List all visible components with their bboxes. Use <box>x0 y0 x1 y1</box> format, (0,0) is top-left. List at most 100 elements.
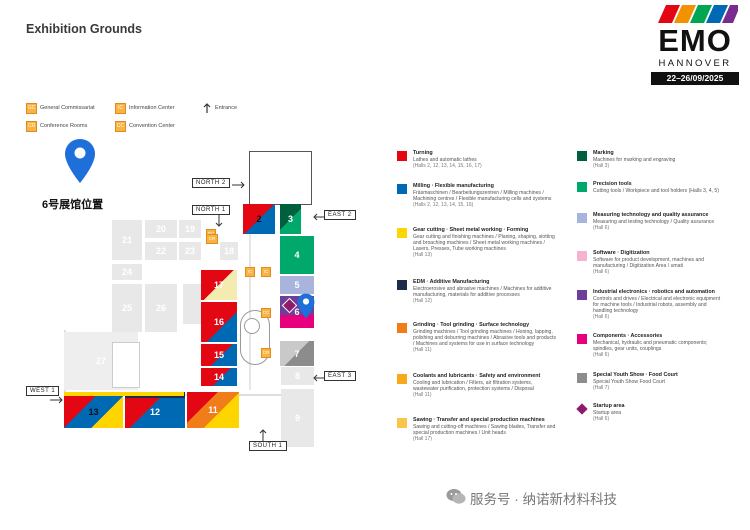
entrance-south-1[interactable]: SOUTH 1 <box>249 441 287 451</box>
hall-17-label: 17 <box>213 280 224 290</box>
legend-desc: Lathes and automatic lathes <box>413 156 477 163</box>
top-legend-label: Information Center <box>129 105 175 111</box>
entrance-east-2[interactable]: EAST 2 <box>324 210 356 220</box>
conference-rooms-icon: CR <box>26 121 37 132</box>
legend-desc: Cooling and lubrication / Filters, air f… <box>413 379 534 392</box>
hall-2[interactable]: 2 <box>243 204 275 234</box>
wechat-icon <box>446 489 466 504</box>
hall-6-label: 6 <box>294 307 300 317</box>
legend-swatch <box>577 213 587 223</box>
hall-18[interactable]: 18 <box>220 242 238 260</box>
hall-3[interactable]: 3 <box>280 204 301 234</box>
location-pin-icon <box>65 139 95 183</box>
legend-halls: (Hall 17) <box>413 436 432 443</box>
top-legend-label: General Commissariat <box>40 105 95 111</box>
legend-desc: Software for product development, machin… <box>593 256 704 269</box>
legend-title: EDM · Additive Manufacturing <box>413 279 490 285</box>
hall-7[interactable]: 7 <box>280 341 314 366</box>
entrance-arrow-icon <box>203 103 211 113</box>
hall-12[interactable]: 12 <box>125 396 185 428</box>
hall-19[interactable]: 19 <box>179 220 201 238</box>
legend-desc: Mechanical, hydraulic and pneumatic comp… <box>593 339 708 352</box>
cr-map-icon[interactable]: CR <box>206 234 218 244</box>
hall-9[interactable]: 9 <box>281 389 314 447</box>
legend-halls: (Hall 6) <box>593 415 610 422</box>
legend-desc: Special Youth Show Food Court <box>593 378 665 385</box>
entrance-north-2[interactable]: NORTH 2 <box>192 178 230 188</box>
legend-desc: Electroerosive and abrasive machines / M… <box>413 285 552 298</box>
top-legend-label: Entrance <box>215 105 238 111</box>
entrance-east-3[interactable]: EAST 3 <box>324 371 356 381</box>
legend-desc: Startup area <box>593 409 622 416</box>
legend-swatch <box>577 290 587 300</box>
hall-14[interactable]: 14 <box>201 368 237 386</box>
entrance-west-1[interactable]: WEST 1 <box>26 386 60 396</box>
ic-map-icon-2[interactable]: IC <box>261 267 271 277</box>
legend-title: Grinding · Tool grinding · Surface techn… <box>413 322 530 328</box>
watermark-text: 服务号 · 纳诺新材料科技 <box>470 492 617 507</box>
hall-19-label: 19 <box>184 224 195 234</box>
hall-4[interactable]: 4 <box>280 236 314 274</box>
hall-26[interactable]: 26 <box>145 284 177 332</box>
emo-logo-stripes <box>658 5 738 23</box>
hall-8[interactable]: 8 <box>281 367 314 385</box>
hall-27-label: 27 <box>95 356 106 366</box>
legend-swatch <box>397 228 407 238</box>
legend-halls: (Hall 6) <box>593 352 610 359</box>
entrance-north-1[interactable]: NORTH 1 <box>192 205 230 215</box>
hall-15[interactable]: 15 <box>201 344 237 366</box>
hall-13-12-top-strip <box>64 392 184 396</box>
legend-halls: (Hall 3) <box>593 162 610 169</box>
emo-logo-text: EMO <box>658 23 732 58</box>
hall-annex[interactable] <box>183 284 201 324</box>
startup-area-legend-icon <box>576 403 588 415</box>
convention-center-icon: CC <box>115 121 126 132</box>
cr-map-icon-2[interactable]: CR <box>261 348 271 358</box>
legend-swatch <box>577 373 587 383</box>
legend-halls: (Halls 2, 12, 13, 14, 15, 16) <box>413 202 474 209</box>
hall-17[interactable]: 17 <box>201 270 237 300</box>
legend-item: Precision tools Cutting tools / Workpiec… <box>577 181 727 194</box>
hall-24[interactable]: 24 <box>112 264 142 280</box>
hall-annex-2[interactable] <box>112 342 140 388</box>
hall-13-label: 13 <box>88 407 99 417</box>
legend-desc: Controls and drives / Electrical and ele… <box>593 295 721 315</box>
ic-map-icon[interactable]: IC <box>245 267 255 277</box>
hall-13[interactable]: 13 <box>64 396 123 428</box>
legend-title: Marking <box>593 150 614 156</box>
legend-title: Measuring technology and quality assuran… <box>593 212 709 218</box>
legend-desc: Grinding machines / Tool grinding machin… <box>413 328 556 348</box>
hall-22[interactable]: 22 <box>145 242 177 260</box>
arrow-right-icon <box>232 181 245 189</box>
hall-11[interactable]: 11 <box>187 392 239 428</box>
hall-25[interactable]: 25 <box>112 284 142 332</box>
legend-title: Turning <box>413 150 433 156</box>
hall-21[interactable]: 21 <box>112 220 142 260</box>
legend-halls: (Hall 13) <box>413 252 432 259</box>
hall-26-label: 26 <box>155 303 166 313</box>
legend-swatch <box>397 184 407 194</box>
legend-swatch <box>397 374 407 384</box>
legend-title: Special Youth Show · Food Court <box>593 372 678 378</box>
legend-item: Startup area Startup area (Hall 6) <box>576 403 727 422</box>
emo-logo-dates: 22–26/09/2025 <box>651 72 739 85</box>
hall-16[interactable]: 16 <box>201 302 237 342</box>
legend-halls: (Hall 6) <box>593 269 610 276</box>
legend-title: Components · Accessories <box>593 333 663 339</box>
hall-3-label: 3 <box>287 214 293 224</box>
hall-23[interactable]: 23 <box>179 242 201 260</box>
hall-20[interactable]: 20 <box>145 220 177 238</box>
legend-halls: (Hall 6) <box>593 224 610 231</box>
legend-item: Grinding · Tool grinding · Surface techn… <box>397 322 557 353</box>
hall-5[interactable]: 5 <box>280 276 314 294</box>
legend-item: Gear cutting · Sheet metal working · For… <box>397 227 557 258</box>
legend-item: Sawing · Transfer and special production… <box>397 417 557 442</box>
legend-item: Industrial electronics · robotics and au… <box>577 289 727 320</box>
information-center-icon: IC <box>115 103 126 114</box>
hall-north[interactable] <box>249 151 312 205</box>
cc-map-icon[interactable]: CC <box>261 308 271 318</box>
legend-swatch <box>577 151 587 161</box>
hall-2-label: 2 <box>256 214 262 224</box>
hall-12-label: 12 <box>149 407 160 417</box>
legend-item: EDM · Additive Manufacturing Electroeros… <box>397 279 557 304</box>
